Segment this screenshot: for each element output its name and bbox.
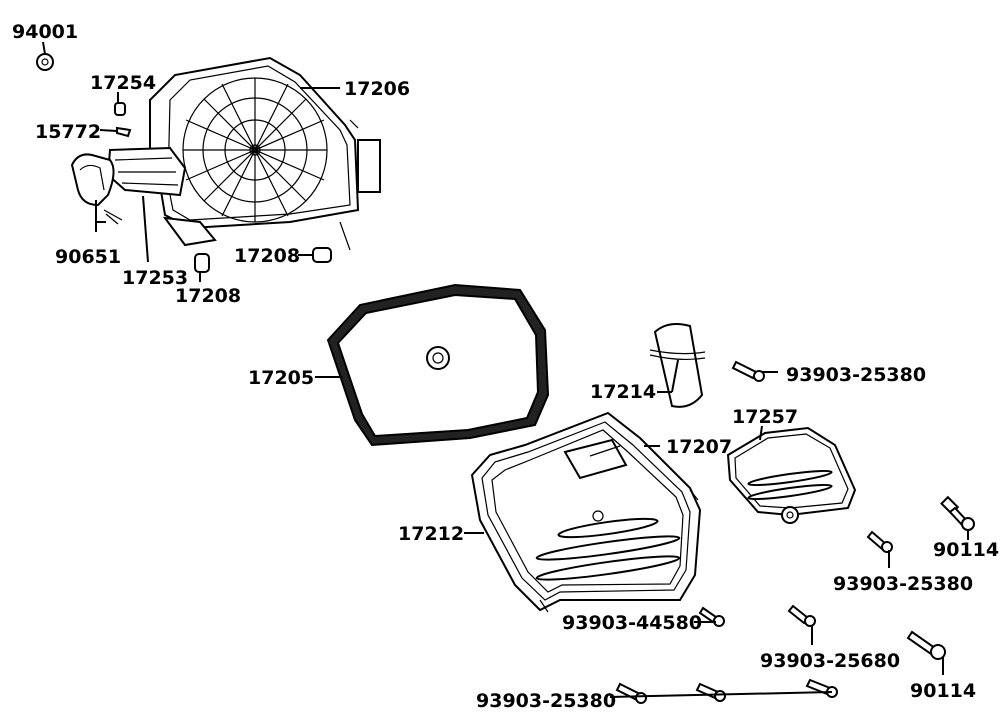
label-17208-right: 17208 — [234, 245, 300, 267]
part-17205-filter-element — [326, 283, 550, 447]
label-93903-25380-right: 93903-25380 — [833, 573, 973, 595]
label-17205: 17205 — [248, 367, 314, 389]
label-93903-25680: 93903-25680 — [760, 650, 900, 672]
screw-93903-25380-top — [731, 360, 765, 382]
label-93903-25380-bottom: 93903-25380 — [476, 690, 616, 712]
bolt-90114-lower — [906, 630, 946, 660]
part-17253-duct — [106, 146, 187, 197]
leader-lines — [42, 41, 969, 698]
label-17214: 17214 — [590, 381, 656, 403]
part-90651-clamp — [70, 153, 123, 225]
part-17212-cover — [470, 411, 702, 613]
label-94001: 94001 — [12, 21, 78, 43]
part-17257-plate — [726, 426, 857, 524]
part-17206-air-cleaner-case — [149, 56, 381, 251]
screw-93903-44580 — [698, 606, 725, 627]
label-17257: 17257 — [732, 406, 798, 428]
label-17207: 17207 — [666, 436, 732, 458]
part-17214-hose — [649, 323, 706, 408]
label-90114-upper: 90114 — [933, 539, 999, 561]
part-labels: 94001 17254 15772 17206 90651 17253 1720… — [12, 21, 999, 712]
label-17208-bottom: 17208 — [175, 285, 241, 307]
label-90651: 90651 — [55, 246, 121, 268]
label-17254: 17254 — [90, 72, 156, 94]
label-90114-lower: 90114 — [910, 680, 976, 702]
screw-93903-25680 — [787, 604, 816, 627]
screw-93903-25380-right — [866, 530, 893, 553]
bolt-90114-upper — [940, 495, 975, 531]
label-17212: 17212 — [398, 523, 464, 545]
part-94001-nut — [36, 53, 54, 71]
label-93903-44580: 93903-44580 — [562, 612, 702, 634]
label-17253: 17253 — [122, 267, 188, 289]
label-15772: 15772 — [35, 121, 101, 143]
label-17206: 17206 — [344, 78, 410, 100]
part-15772-pin — [116, 126, 132, 138]
part-17254-clip — [114, 102, 126, 116]
label-93903-25380-top: 93903-25380 — [786, 364, 926, 386]
screws-93903-25380-bottom — [615, 678, 838, 704]
